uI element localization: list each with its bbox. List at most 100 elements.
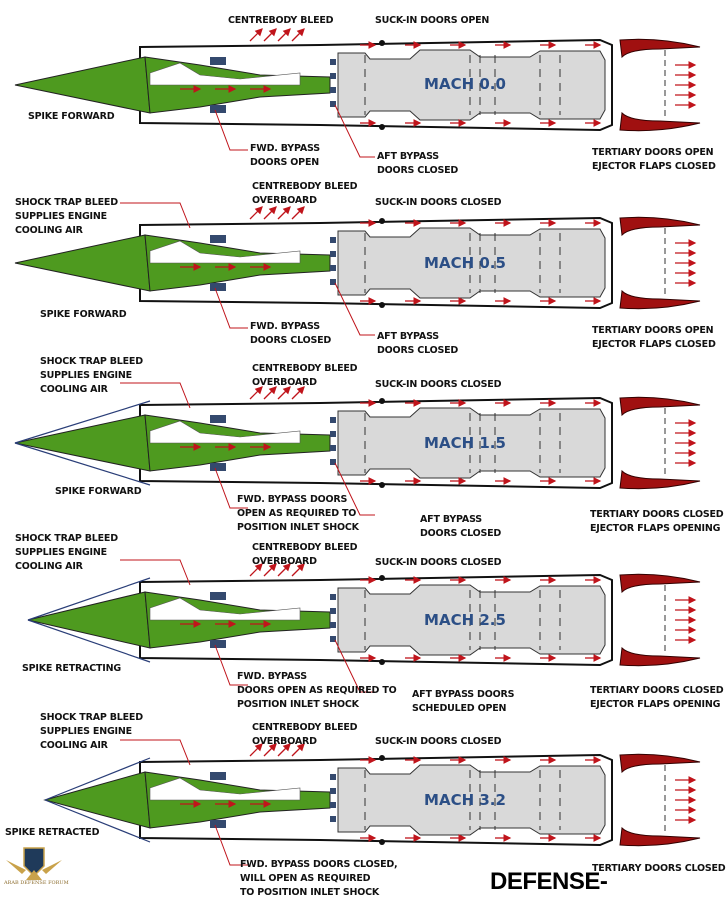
- suck-in-door: [379, 40, 385, 46]
- ejector-flap-top: [619, 396, 701, 417]
- bypass-door-grid: [210, 772, 226, 780]
- mach-label: MACH 0.0: [424, 75, 506, 93]
- suck-in-door: [379, 482, 385, 488]
- label-shock-trap-bleed: SHOCK TRAP BLEED SUPPLIES ENGINE COOLING…: [15, 197, 118, 236]
- aft-bypass-door: [330, 237, 336, 243]
- label-centrebody-bleed: CENTREBODY BLEED OVERBOARD: [252, 181, 358, 206]
- suck-in-door: [379, 218, 385, 224]
- leader-line: [334, 462, 375, 516]
- bypass-door-grid: [210, 283, 226, 291]
- label-suck-in-doors: SUCK-IN DOORS CLOSED: [375, 379, 502, 390]
- leader-line: [334, 104, 375, 158]
- label-spike: SPIKE FORWARD: [28, 111, 115, 122]
- label-suck-in-doors: SUCK-IN DOORS CLOSED: [375, 197, 502, 208]
- bleed-cavity: [149, 62, 301, 86]
- aft-bypass-door: [330, 459, 336, 465]
- ejector-flap-bottom: [619, 469, 701, 490]
- leader-line: [120, 739, 191, 766]
- label-spike: SPIKE FORWARD: [40, 309, 127, 320]
- airflow-arrow: [263, 386, 277, 400]
- bypass-door-grid: [210, 235, 226, 243]
- engine-panel-3: [14, 382, 701, 516]
- mach-label: MACH 3.2: [424, 791, 506, 809]
- label-fwd-bypass: FWD. BYPASS DOORS OPEN AS REQUIRED TO PO…: [237, 494, 359, 533]
- airflow-arrow: [249, 743, 263, 757]
- shock-wave: [44, 757, 151, 801]
- bypass-door-grid: [210, 105, 226, 113]
- airflow-arrow: [249, 386, 263, 400]
- aft-bypass-door: [330, 431, 336, 437]
- bleed-cavity: [149, 597, 301, 621]
- leader-line: [334, 282, 375, 336]
- aft-bypass-door: [330, 445, 336, 451]
- label-fwd-bypass: FWD. BYPASS DOORS OPEN: [250, 143, 320, 168]
- ejector-flap-top: [619, 753, 701, 774]
- aft-bypass-door: [330, 265, 336, 271]
- suck-in-door: [379, 755, 385, 761]
- mach-label: MACH 0.5: [424, 254, 506, 272]
- engine-core: [337, 764, 606, 836]
- airflow-arrow: [263, 563, 277, 577]
- airflow-arrow: [277, 28, 291, 42]
- label-tertiary-doors: TERTIARY DOORS CLOSED EJECTOR FLAPS OPEN…: [590, 509, 724, 534]
- label-tertiary-doors: TERTIARY DOORS CLOSED EJECTOR FLAPS OPEN…: [590, 685, 724, 710]
- label-centrebody-bleed: CENTREBODY BLEED OVERBOARD: [252, 722, 358, 747]
- label-tertiary-doors: TERTIARY DOORS OPEN EJECTOR FLAPS CLOSED: [592, 147, 716, 172]
- airflow-arrow: [249, 206, 263, 220]
- ejector-flap-top: [619, 38, 701, 59]
- bypass-door-grid: [210, 463, 226, 471]
- airflow-arrow: [277, 386, 291, 400]
- airflow-arrow: [263, 206, 277, 220]
- engine-panel-4: [27, 559, 701, 693]
- airflow-arrow: [263, 743, 277, 757]
- label-aft-bypass: AFT BYPASS DOORS CLOSED: [420, 514, 502, 539]
- aft-bypass-door: [330, 594, 336, 600]
- bypass-door-grid: [210, 57, 226, 65]
- aft-bypass-door: [330, 802, 336, 808]
- leader-line: [334, 639, 375, 693]
- leader-line: [214, 824, 248, 866]
- airflow-arrow: [291, 386, 305, 400]
- suck-in-door: [379, 659, 385, 665]
- ejector-flap-bottom: [619, 826, 701, 847]
- label-shock-trap-bleed: SHOCK TRAP BLEED SUPPLIES ENGINE COOLING…: [40, 356, 143, 395]
- aft-bypass-door: [330, 417, 336, 423]
- airflow-arrow: [277, 206, 291, 220]
- ejector-flap-top: [619, 573, 701, 594]
- bypass-door-grid: [210, 820, 226, 828]
- leader-line: [214, 467, 248, 509]
- inlet-spike: [14, 56, 151, 114]
- leader-line: [120, 559, 191, 586]
- label-spike: SPIKE RETRACTED: [5, 827, 100, 838]
- aft-bypass-door: [330, 636, 336, 642]
- airflow-arrow: [263, 28, 277, 42]
- aft-bypass-door: [330, 87, 336, 93]
- aft-bypass-door: [330, 788, 336, 794]
- engine-panel-2: [14, 202, 701, 336]
- aft-bypass-door: [330, 816, 336, 822]
- label-aft-bypass: AFT BYPASS DOORS CLOSED: [377, 151, 459, 176]
- aft-bypass-door: [330, 101, 336, 107]
- engine-core: [337, 407, 606, 479]
- inlet-spike: [14, 234, 151, 292]
- suck-in-door: [379, 124, 385, 130]
- engine-panel-1: [14, 28, 701, 158]
- engine-core: [337, 227, 606, 299]
- label-aft-bypass: AFT BYPASS DOORS SCHEDULED OPEN: [412, 689, 515, 714]
- shock-wave: [14, 442, 151, 486]
- suck-in-door: [379, 302, 385, 308]
- label-suck-in-doors: SUCK-IN DOORS CLOSED: [375, 736, 502, 747]
- airflow-arrow: [291, 206, 305, 220]
- engine-panel-5: [43, 739, 701, 866]
- aft-bypass-door: [330, 774, 336, 780]
- label-fwd-bypass: FWD. BYPASS DOORS CLOSED: [250, 321, 332, 346]
- label-spike: SPIKE FORWARD: [55, 486, 142, 497]
- aft-bypass-door: [330, 251, 336, 257]
- forum-logo-text: ARAB DEFENSE FORUM: [4, 880, 69, 886]
- label-spike: SPIKE RETRACTING: [22, 663, 121, 674]
- bypass-door-grid: [210, 415, 226, 423]
- label-centrebody-bleed: CENTREBODY BLEED OVERBOARD: [252, 363, 358, 388]
- bleed-cavity: [149, 240, 301, 264]
- airflow-arrow: [291, 563, 305, 577]
